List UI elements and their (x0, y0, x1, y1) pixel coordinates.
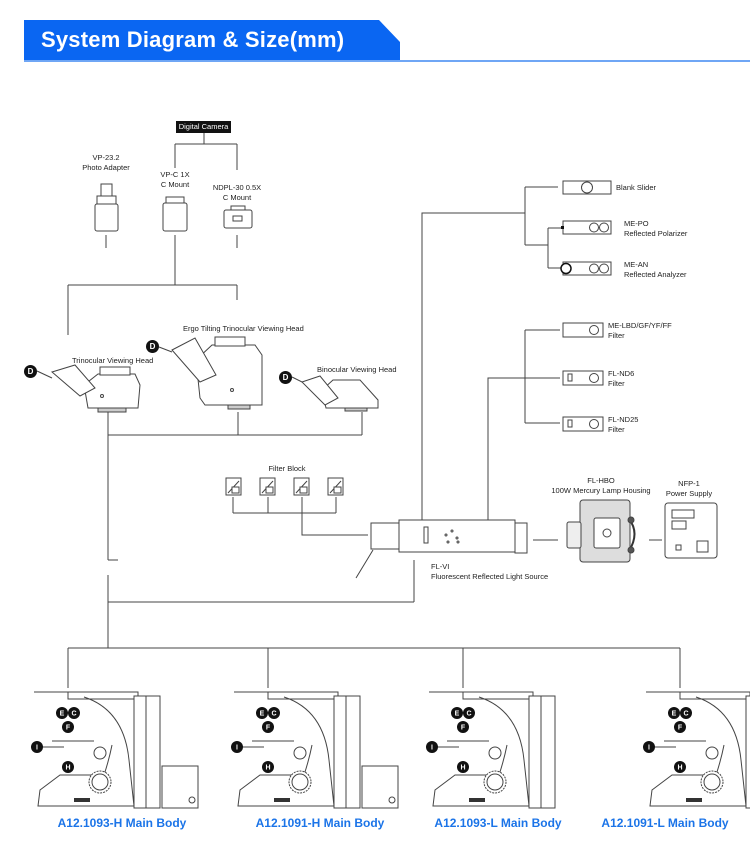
power-supply-name: NFP-1 (678, 479, 700, 488)
filter-label: FL-ND25 Filter (608, 415, 638, 435)
adapter-label: VP-23.2 Photo Adapter (82, 153, 130, 173)
svg-text:E: E (672, 711, 677, 718)
filter-block-icon (327, 477, 344, 496)
adapter-name: NDPL-30 0.5X (212, 183, 262, 192)
main-body-label: A12.1093-L Main Body (434, 816, 562, 830)
light-source-label: FL-VI Fluorescent Reflected Light Source (431, 562, 548, 582)
adapter-name: VP-23.2 (92, 153, 120, 162)
slider-desc: Reflected Analyzer (624, 270, 687, 279)
svg-text:I: I (236, 745, 238, 752)
adapter-label: VP-C 1X C Mount (160, 170, 189, 190)
marker-d-icon: D (146, 340, 159, 353)
filter-desc: Filter (608, 425, 625, 434)
section-title: System Diagram & Size(mm) (41, 27, 345, 52)
filter-label: FL-ND6 Filter (608, 369, 634, 389)
filter-label: ME-LBD/GF/YF/FF Filter (608, 321, 672, 341)
svg-text:E: E (60, 711, 65, 718)
slider-label: ME-AN Reflected Analyzer (624, 260, 687, 280)
svg-text:E: E (455, 711, 460, 718)
filter-block-icon (225, 477, 242, 496)
filter-name: FL-ND25 (608, 415, 639, 424)
filter-block-label: Filter Block (268, 464, 306, 473)
filter-name: ME-LBD/GF/YF/FF (608, 321, 672, 330)
svg-text:H: H (65, 765, 70, 772)
svg-text:I: I (36, 745, 38, 752)
lamp-housing-name: FL-HBO (587, 476, 615, 485)
blank-slider-icon (562, 180, 612, 195)
svg-text:I: I (431, 745, 433, 752)
filter-block-icon (259, 477, 276, 496)
svg-text:C: C (71, 711, 76, 718)
filter-desc: Filter (608, 379, 625, 388)
marker-d-icon: D (24, 365, 37, 378)
svg-text:C: C (683, 711, 688, 718)
ergo-tilting-head-icon (171, 336, 263, 410)
c-mount-05x-icon (223, 205, 253, 229)
slider-label: ME-PO Reflected Polarizer (624, 219, 687, 239)
power-supply-icon (664, 502, 718, 559)
mercury-lamp-housing-icon (566, 499, 636, 563)
slider-name: ME-PO (624, 219, 649, 228)
power-supply-label: NFP-1 Power Supply (666, 479, 712, 499)
head-label: Ergo Tilting Trinocular Viewing Head (183, 324, 304, 333)
svg-text:F: F (678, 725, 683, 732)
adapter-desc: C Mount (160, 180, 190, 189)
svg-text:H: H (265, 765, 270, 772)
section-header: System Diagram & Size(mm) (24, 20, 400, 62)
svg-text:C: C (271, 711, 276, 718)
connector-lines (67, 133, 681, 688)
marker-d-icons (36, 346, 303, 383)
svg-text:I: I (648, 745, 650, 752)
marker-d-icon: D (279, 371, 292, 384)
head-label: Binocular Viewing Head (317, 365, 397, 374)
svg-text:C: C (466, 711, 471, 718)
filter-block-icon (293, 477, 310, 496)
slider-label: Blank Slider (616, 183, 657, 192)
header-rule (24, 60, 750, 62)
filter-name: FL-ND6 (608, 369, 635, 378)
photo-adapter-icon (94, 183, 119, 232)
adapter-name: VP-C 1X (160, 170, 190, 179)
power-supply-desc: Power Supply (665, 489, 713, 498)
light-source-desc: Fluorescent Reflected Light Source (431, 572, 549, 581)
filter-desc: Filter (608, 331, 625, 340)
filter-nd6-icon (562, 370, 604, 386)
filter-block-icons (225, 477, 344, 496)
digital-camera-box: Digital Camera (176, 121, 231, 133)
adapter-desc: C Mount (222, 193, 252, 202)
binocular-head-icon (301, 375, 379, 412)
slider-desc: Reflected Polarizer (624, 229, 688, 238)
main-body-label: A12.1091-L Main Body (601, 816, 729, 830)
lamp-housing-desc: 100W Mercury Lamp Housing (551, 486, 651, 495)
svg-text:E: E (260, 711, 265, 718)
svg-text:F: F (66, 725, 71, 732)
svg-text:F: F (266, 725, 271, 732)
analyzer-slider-icon (560, 261, 612, 276)
lamp-housing-label: FL-HBO 100W Mercury Lamp Housing (551, 476, 650, 496)
slider-name: ME-AN (624, 260, 649, 269)
head-label: Trinocular Viewing Head (72, 356, 154, 365)
svg-text:H: H (460, 765, 465, 772)
svg-text:H: H (677, 765, 682, 772)
c-mount-1x-icon (162, 196, 188, 232)
trinocular-head-icon (50, 364, 141, 413)
filter-nd25-icon (562, 416, 604, 432)
filter-lbd-icon (562, 322, 604, 338)
main-body-label: A12.1093-H Main Body (57, 816, 187, 830)
adapter-desc: Photo Adapter (82, 163, 130, 172)
adapter-label: NDPL-30 0.5X C Mount (213, 183, 261, 203)
light-source-name: FL-VI (431, 562, 450, 571)
svg-text:F: F (461, 725, 466, 732)
fluorescent-light-source-icon (370, 519, 528, 554)
main-body-label: A12.1091-H Main Body (255, 816, 385, 830)
polarizer-slider-icon (561, 220, 612, 235)
